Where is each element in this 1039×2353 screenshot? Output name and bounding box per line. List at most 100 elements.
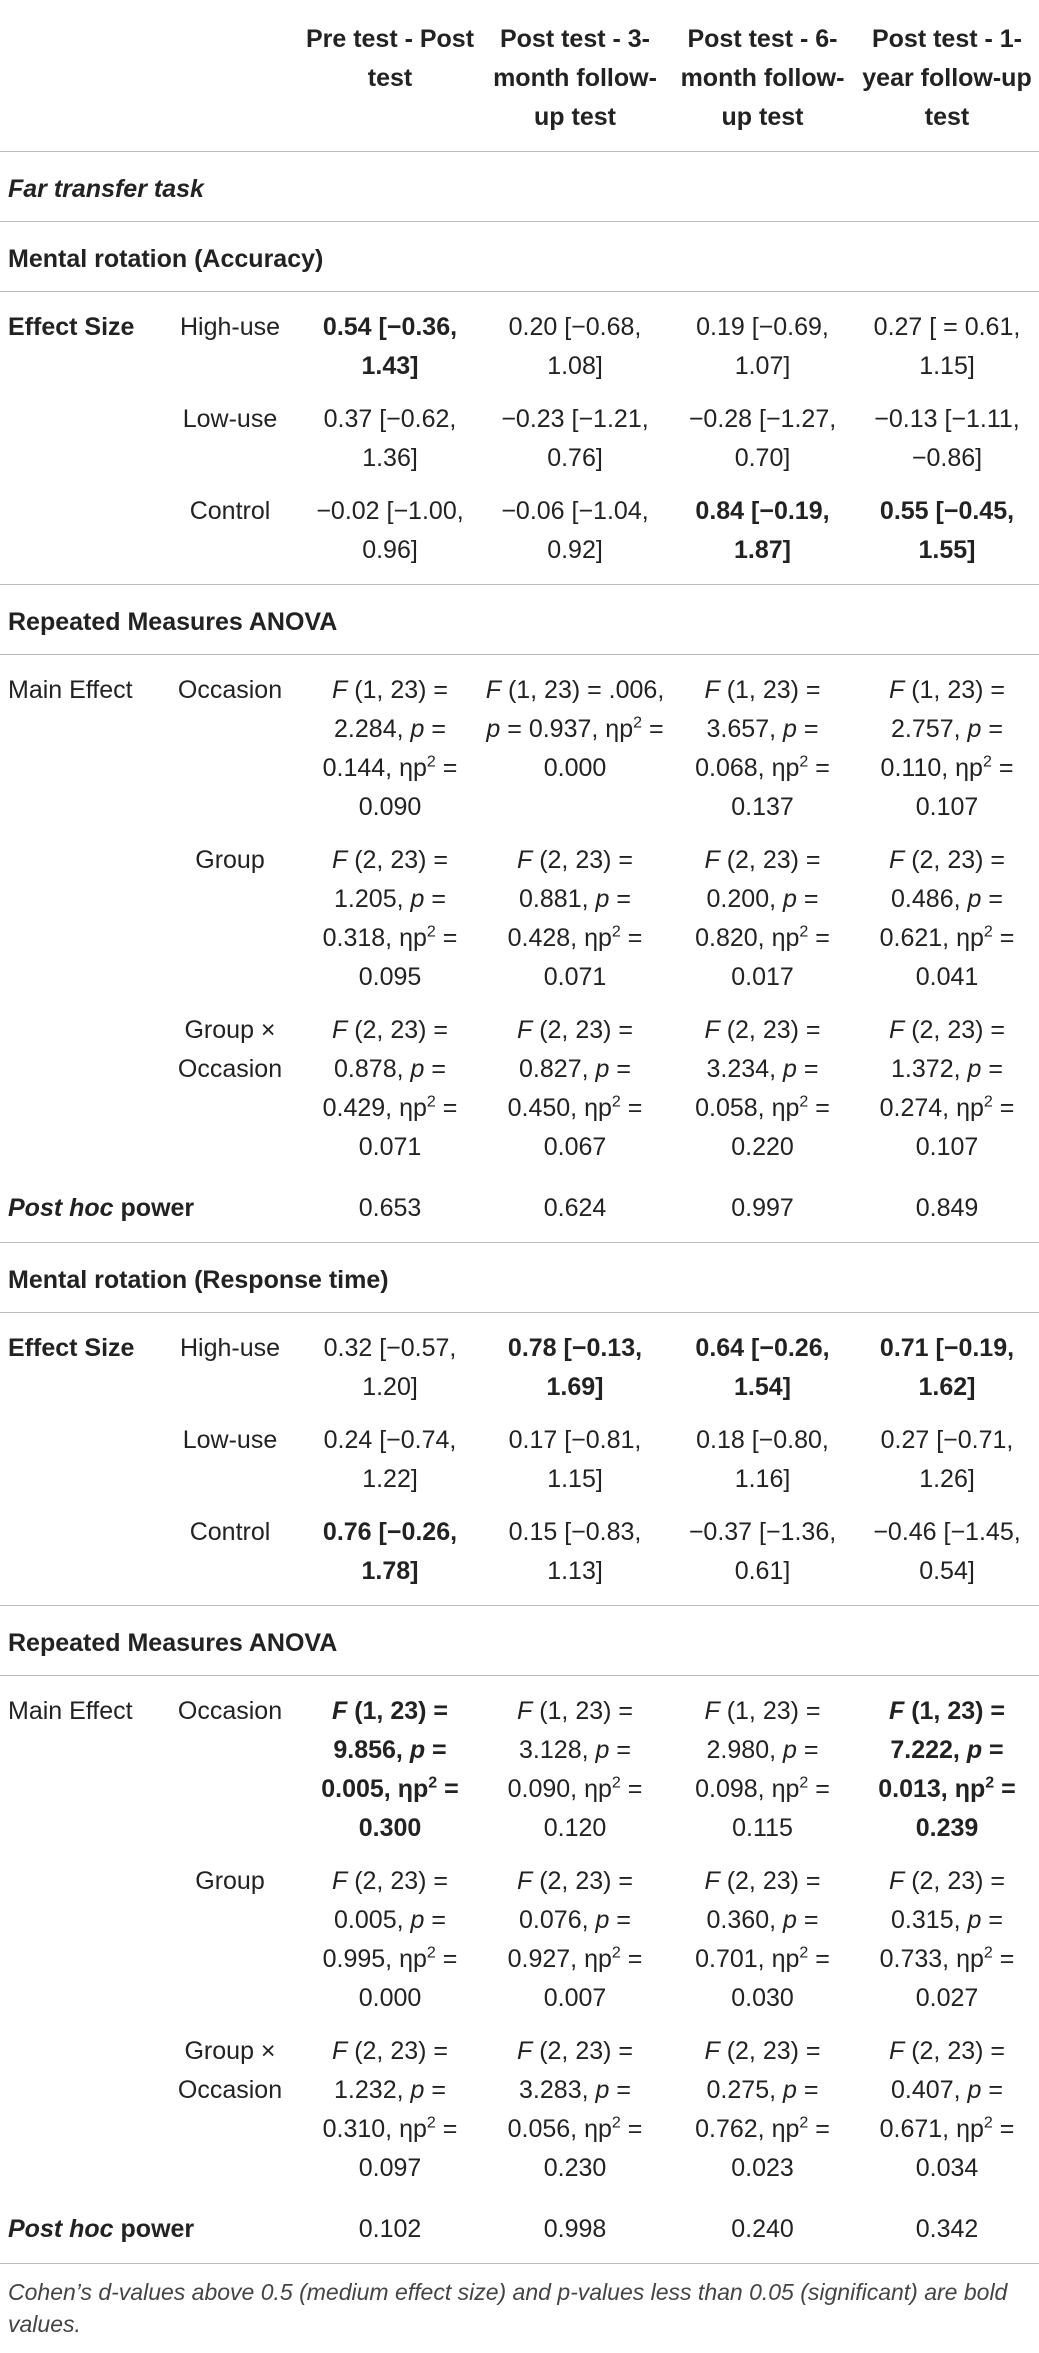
stat-eta-value: = 0.097 bbox=[358, 2115, 458, 2182]
effect-size-value: 0.27 [ = 0.61, 1.15] bbox=[873, 313, 1021, 380]
stat-symbol-eta: ηp bbox=[399, 754, 427, 782]
empty-cell bbox=[0, 1513, 160, 1606]
stat-eta-value: = 0.071 bbox=[543, 924, 643, 991]
stat-df-value: (2, 23) = 3.283, bbox=[519, 2037, 634, 2104]
stat-df-value: (2, 23) = 0.407, bbox=[891, 2037, 1006, 2104]
group-label: Control bbox=[160, 492, 300, 585]
stat-symbol-p: p bbox=[783, 715, 797, 743]
post-hoc-text: Post hoc bbox=[8, 1194, 114, 1222]
stat-symbol-p: p bbox=[595, 1736, 610, 1764]
section-title: Repeated Measures ANOVA bbox=[0, 1605, 1039, 1676]
stat-eta-value: = 0.107 bbox=[915, 1094, 1015, 1161]
effect-size-value: 0.55 [−0.45, 1.55] bbox=[855, 492, 1039, 585]
stat-symbol-sq: 2 bbox=[799, 753, 809, 771]
stat-symbol-eta: ηp bbox=[399, 924, 427, 952]
anova-stat-cell: F (1, 23) = 2.757, p = 0.110, ηp2 = 0.10… bbox=[855, 655, 1039, 842]
header-empty bbox=[160, 0, 300, 152]
main-effect-label: Main Effect bbox=[8, 676, 133, 704]
anova-stat-cell: F (1, 23) = .006, p = 0.937, ηp2 = 0.000 bbox=[480, 655, 670, 842]
stat-eta-value: = 0.095 bbox=[358, 924, 458, 991]
anova-stat-cell: F (2, 23) = 0.315, p = 0.733, ηp2 = 0.02… bbox=[855, 1862, 1039, 2032]
power-value: 0.997 bbox=[670, 1181, 855, 1243]
stat-symbol-eta: ηp bbox=[954, 1775, 986, 1803]
effect-size-value: 0.20 [−0.68, 1.08] bbox=[508, 313, 642, 380]
stat-symbol-eta: ηp bbox=[956, 1945, 984, 1973]
effect-size-value: 0.24 [−0.74, 1.22] bbox=[323, 1426, 457, 1493]
stat-symbol-eta: ηp bbox=[956, 2115, 984, 2143]
stat-df-value: (2, 23) = 1.205, bbox=[334, 846, 449, 913]
stat-symbol-eta: ηp bbox=[399, 1094, 427, 1122]
stat-df-value: (1, 23) = 9.856, bbox=[333, 1697, 449, 1764]
stat-eta-value: = 0.120 bbox=[543, 1775, 643, 1842]
stat-symbol-sq: 2 bbox=[983, 1093, 993, 1111]
stat-symbol-p: p bbox=[966, 1736, 983, 1764]
effect-label: Occasion bbox=[177, 676, 283, 704]
section-title: Mental rotation (Accuracy) bbox=[0, 221, 1039, 292]
stat-df-value: (1, 23) = 2.757, bbox=[891, 676, 1006, 743]
stat-p-value: = 0.274, bbox=[879, 1055, 1003, 1122]
stat-p-value: = 0.058, bbox=[695, 1055, 819, 1122]
stat-eta-value: = 0.041 bbox=[915, 924, 1015, 991]
empty-cell bbox=[0, 492, 160, 585]
stat-symbol-p: p bbox=[967, 1055, 982, 1083]
stat-symbol-f: F bbox=[704, 2037, 720, 2065]
group-label: Control bbox=[160, 1513, 300, 1606]
stat-p-value: = 0.144, bbox=[322, 715, 446, 782]
stat-p-value: = 0.310, bbox=[322, 2076, 446, 2143]
section-row: Far transfer task bbox=[0, 151, 1039, 222]
stat-symbol-eta: ηp bbox=[771, 2115, 800, 2143]
power-value: 0.624 bbox=[480, 1181, 670, 1243]
stat-p-value: = 0.927, bbox=[507, 1906, 631, 1973]
power-value: 0.342 bbox=[855, 2202, 1039, 2264]
effect-size-value: 0.71 [−0.19, 1.62] bbox=[879, 1334, 1015, 1401]
section-row: Repeated Measures ANOVA bbox=[0, 1605, 1039, 1676]
anova-stat-cell: F (2, 23) = 1.205, p = 0.318, ηp2 = 0.09… bbox=[300, 841, 480, 1011]
stat-p-value: = 0.621, bbox=[879, 885, 1003, 952]
stat-symbol-sq: 2 bbox=[799, 1093, 809, 1111]
anova-stat-cell: F (1, 23) = 3.657, p = 0.068, ηp2 = 0.13… bbox=[670, 655, 855, 842]
anova-stat-cell: F (2, 23) = 0.275, p = 0.762, ηp2 = 0.02… bbox=[670, 2032, 855, 2202]
stat-p-value: = 0.937, bbox=[507, 715, 599, 743]
stat-symbol-sq: 2 bbox=[799, 1944, 809, 1962]
stat-df-value: (2, 23) = 0.200, bbox=[706, 846, 821, 913]
power-value: 0.102 bbox=[300, 2202, 480, 2264]
stat-symbol-p: p bbox=[410, 1055, 425, 1083]
header-pre-post: Pre test - Post test bbox=[300, 0, 480, 152]
stat-p-value: = 0.005, bbox=[321, 1736, 447, 1803]
stat-symbol-sq: 2 bbox=[426, 1944, 436, 1962]
anova-stat-cell: F (2, 23) = 0.881, p = 0.428, ηp2 = 0.07… bbox=[480, 841, 670, 1011]
stat-symbol-sq: 2 bbox=[611, 1944, 621, 1962]
stat-symbol-f: F bbox=[331, 2037, 348, 2065]
group-label: High-use bbox=[179, 1334, 281, 1362]
stat-symbol-eta: ηp bbox=[771, 924, 800, 952]
anova-stat-cell: F (1, 23) = 2.980, p = 0.098, ηp2 = 0.11… bbox=[670, 1676, 855, 1863]
stat-eta-value: = 0.220 bbox=[731, 1094, 830, 1161]
stat-symbol-f: F bbox=[888, 1016, 905, 1044]
stat-p-value: = 0.090, bbox=[507, 1736, 631, 1803]
anova-stat-cell: F (2, 23) = 0.827, p = 0.450, ηp2 = 0.06… bbox=[480, 1011, 670, 1181]
empty-cell bbox=[0, 2032, 160, 2202]
section-row: Mental rotation (Response time) bbox=[0, 1242, 1039, 1313]
effect-size-value: 0.17 [−0.81, 1.15] bbox=[508, 1426, 642, 1493]
stat-symbol-f: F bbox=[331, 676, 348, 704]
stat-symbol-p: p bbox=[783, 2076, 797, 2104]
effect-size-value: 0.27 [−0.71, 1.26] bbox=[880, 1426, 1014, 1493]
stat-eta-value: = 0.017 bbox=[731, 924, 830, 991]
anova-stat-cell: F (2, 23) = 0.486, p = 0.621, ηp2 = 0.04… bbox=[855, 841, 1039, 1011]
effect-size-value: 0.64 [−0.26, 1.54] bbox=[695, 1334, 830, 1401]
effect-size-value: 0.19 [−0.69, 1.07] bbox=[696, 313, 829, 380]
stat-df-value: (2, 23) = 0.486, bbox=[891, 846, 1006, 913]
stat-symbol-p: p bbox=[783, 1906, 797, 1934]
stat-symbol-sq: 2 bbox=[426, 1093, 436, 1111]
effect-size-label: Effect Size bbox=[8, 1334, 135, 1362]
stat-df-value: (2, 23) = 1.372, bbox=[891, 1016, 1006, 1083]
stat-symbol-p: p bbox=[967, 2076, 982, 2104]
effect-label: Occasion bbox=[177, 1697, 283, 1725]
empty-cell bbox=[0, 1011, 160, 1181]
